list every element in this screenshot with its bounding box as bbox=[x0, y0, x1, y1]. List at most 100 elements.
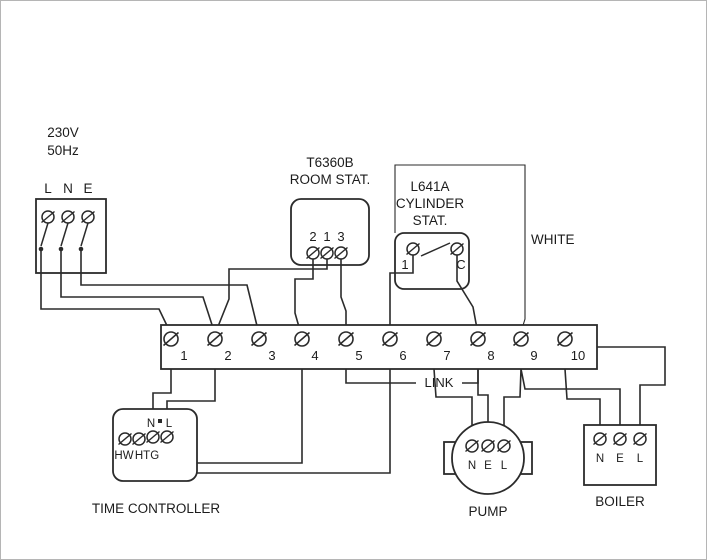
strip-screw-5 bbox=[337, 331, 355, 347]
switch-blade-l bbox=[40, 222, 49, 247]
strip-number-10: 10 bbox=[571, 348, 585, 363]
supply-terminal-n-label: N bbox=[63, 181, 73, 196]
supply-screw-e bbox=[80, 210, 96, 224]
boiler-screw-l bbox=[632, 432, 648, 446]
room-stat-model-label: T6360B bbox=[306, 155, 353, 170]
boiler-label: BOILER bbox=[595, 494, 645, 509]
pump-terminal-n-label: N bbox=[468, 460, 476, 472]
strip-screw-9 bbox=[512, 331, 530, 347]
cylinder-stat-screw-1 bbox=[405, 242, 421, 256]
strip-number-8: 8 bbox=[487, 348, 494, 363]
wire-supply-e-terminal-3 bbox=[80, 251, 260, 335]
wire-supply-l-terminal-1 bbox=[40, 251, 172, 335]
pump-label: PUMP bbox=[468, 504, 507, 519]
strip-number-4: 4 bbox=[311, 348, 318, 363]
wire-boiler-e-terminal-9 bbox=[520, 368, 621, 432]
strip-screw-4 bbox=[293, 331, 311, 347]
strip-screw-1 bbox=[162, 331, 180, 347]
time-controller-label: TIME CONTROLLER bbox=[92, 501, 221, 516]
room-stat-terminal-2-label: 2 bbox=[309, 229, 316, 244]
room-stat-screw-2 bbox=[305, 246, 321, 260]
time-controller-body bbox=[112, 408, 198, 482]
switch-blade-e bbox=[80, 222, 89, 247]
room-stat-screw-3 bbox=[333, 246, 349, 260]
terminal-strip: 1 2 3 4 5 6 7 8 9 10 bbox=[160, 324, 598, 370]
controller-terminal-l-label: L bbox=[166, 418, 173, 430]
link-label: LINK bbox=[425, 375, 454, 390]
strip-number-1: 1 bbox=[180, 348, 187, 363]
controller-screw-n bbox=[145, 430, 161, 444]
white-wire-label: WHITE bbox=[531, 232, 575, 247]
supply-box bbox=[35, 198, 107, 274]
boiler-terminal-e-label: E bbox=[616, 453, 624, 465]
strip-screw-3 bbox=[250, 331, 268, 347]
room-stat-name-label: ROOM STAT. bbox=[290, 172, 371, 187]
room-stat: T6360B ROOM STAT. 2 1 3 bbox=[290, 155, 371, 266]
controller-terminal-htg-label: HTG bbox=[135, 450, 159, 462]
pump-screw-n bbox=[464, 439, 480, 453]
boiler-screw-n bbox=[592, 432, 608, 446]
cylinder-stat-name-line2: STAT. bbox=[413, 213, 448, 228]
wire-pump-l-terminal-9 bbox=[503, 368, 522, 440]
pump-screw-e bbox=[480, 439, 496, 453]
supply-screw-n bbox=[60, 210, 76, 224]
strip-number-2: 2 bbox=[224, 348, 231, 363]
controller-screw-htg bbox=[131, 432, 147, 446]
supply-screw-l bbox=[40, 210, 56, 224]
wire-roomstat-1-terminal-2 bbox=[214, 259, 328, 335]
time-controller: N L HW HTG TIME CONTROLLER bbox=[92, 408, 221, 516]
link-wire: LINK bbox=[345, 369, 479, 390]
strip-number-7: 7 bbox=[443, 348, 450, 363]
controller-nl-separator bbox=[158, 419, 162, 423]
wire-roomstat-3-terminal-5 bbox=[340, 259, 347, 334]
pump: N E L PUMP bbox=[443, 421, 533, 519]
supply-terminal-l-label: L bbox=[44, 181, 52, 196]
boiler-terminal-n-label: N bbox=[596, 453, 604, 465]
strip-number-6: 6 bbox=[399, 348, 406, 363]
mains-supply: 230V 50Hz L N E bbox=[35, 125, 107, 274]
link-wire-left bbox=[345, 369, 416, 384]
wiring-upper bbox=[40, 251, 479, 335]
wire-cylstat-c-terminal-8 bbox=[456, 255, 479, 335]
strip-screw-2 bbox=[206, 331, 224, 347]
switch-contact-n bbox=[58, 246, 64, 252]
cylinder-stat-switch-blade bbox=[420, 242, 451, 257]
pump-body bbox=[451, 421, 525, 495]
cylinder-stat-terminal-c-label: C bbox=[456, 257, 465, 272]
switch-blade-n bbox=[60, 222, 69, 247]
cylinder-stat-white-wire bbox=[394, 164, 526, 333]
strip-number-5: 5 bbox=[355, 348, 362, 363]
supply-voltage-label: 230V bbox=[47, 125, 79, 140]
cylinder-stat-model-label: L641A bbox=[410, 179, 449, 194]
switch-contact-l bbox=[38, 246, 44, 252]
cylinder-stat-screw-c bbox=[449, 242, 465, 256]
strip-number-3: 3 bbox=[268, 348, 275, 363]
controller-screw-l bbox=[159, 430, 175, 444]
pump-screw-l bbox=[496, 439, 512, 453]
boiler-screw-e bbox=[612, 432, 628, 446]
strip-screw-8 bbox=[469, 331, 487, 347]
switch-contact-e bbox=[78, 246, 84, 252]
room-stat-terminal-1-label: 1 bbox=[323, 229, 330, 244]
strip-screw-7 bbox=[425, 331, 443, 347]
room-stat-screw-1 bbox=[319, 246, 335, 260]
wire-boiler-l-strip-right bbox=[597, 346, 666, 432]
cylinder-stat-name-line1: CYLINDER bbox=[396, 196, 465, 211]
supply-frequency-label: 50Hz bbox=[47, 143, 79, 158]
wire-cylstat-1-terminal-6 bbox=[389, 255, 414, 334]
controller-terminal-n-label: N bbox=[147, 418, 155, 430]
strip-screw-10 bbox=[556, 331, 574, 347]
wire-roomstat-2-terminal-4 bbox=[294, 259, 314, 335]
wire-supply-n-terminal-2 bbox=[60, 251, 216, 335]
controller-screw-hw bbox=[117, 432, 133, 446]
wire-pump-e-terminal-8 bbox=[477, 369, 489, 440]
controller-terminal-hw-label: HW bbox=[114, 450, 133, 462]
cylinder-stat-terminal-1-label: 1 bbox=[401, 257, 408, 272]
pump-terminal-e-label: E bbox=[484, 460, 492, 472]
strip-number-9: 9 bbox=[530, 348, 537, 363]
boiler-terminal-l-label: L bbox=[637, 453, 644, 465]
wire-boiler-n-terminal-10 bbox=[564, 368, 601, 432]
pump-terminal-l-label: L bbox=[501, 460, 508, 472]
